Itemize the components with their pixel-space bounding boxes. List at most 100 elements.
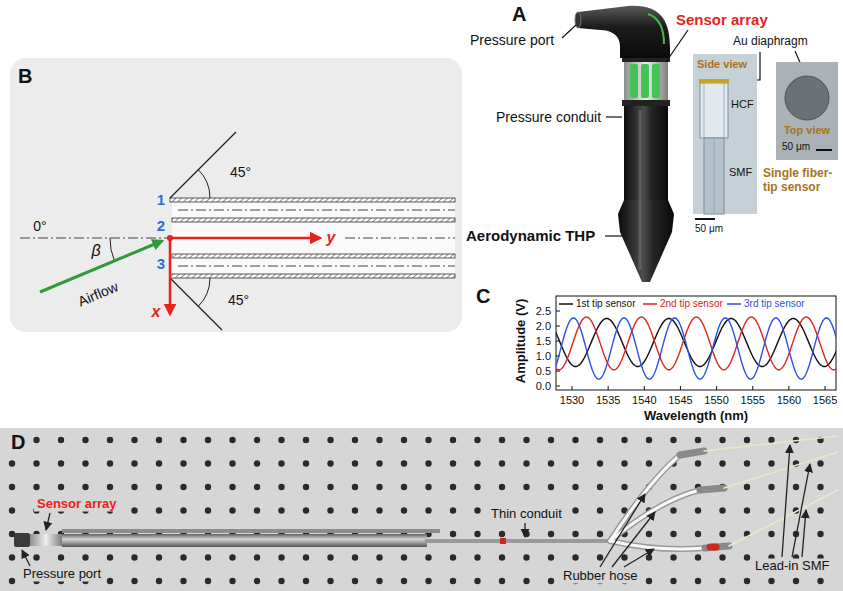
table-holes-part xyxy=(425,484,431,490)
figure-label: Pressure conduit xyxy=(496,109,601,125)
figure-label: SMF xyxy=(729,166,752,179)
table-holes-part xyxy=(180,437,186,443)
table-holes-part xyxy=(548,484,554,490)
figure-label: D xyxy=(8,431,28,454)
leader-lines xyxy=(562,25,805,236)
table-holes-part xyxy=(327,437,333,443)
table-holes-part xyxy=(156,484,162,490)
table-holes-part xyxy=(107,578,113,584)
table-holes-part xyxy=(499,484,505,490)
table-holes-part xyxy=(670,437,676,443)
table-holes-part xyxy=(352,578,358,584)
leader-arrows-part xyxy=(792,464,810,557)
table-holes-part xyxy=(401,484,407,490)
table-holes-part xyxy=(401,554,407,560)
probe-illustration-part xyxy=(648,14,664,44)
table-holes-part xyxy=(474,437,480,443)
table-holes-part xyxy=(352,460,358,466)
table-holes-part xyxy=(303,578,309,584)
axis-ticks-part xyxy=(608,386,609,390)
probe-illustration-part xyxy=(578,6,670,58)
table-holes-part xyxy=(9,554,15,560)
table-holes-part xyxy=(303,460,309,466)
table-holes-part xyxy=(180,484,186,490)
probe-illustration-part xyxy=(652,64,660,98)
table-holes-part xyxy=(254,578,260,584)
figure-label: 3 xyxy=(157,255,165,272)
table-holes-part xyxy=(278,437,284,443)
table-holes-part xyxy=(58,554,64,560)
leader-arrows-part xyxy=(46,513,50,530)
port-geometry-part-part xyxy=(178,266,455,267)
table-holes-part xyxy=(450,531,456,537)
table-holes-part xyxy=(352,437,358,443)
table-holes-part xyxy=(646,578,652,584)
probe-illustration-part xyxy=(624,106,668,200)
table-holes-part xyxy=(450,437,456,443)
figure-label: 45° xyxy=(228,292,249,308)
table-holes-part xyxy=(425,437,431,443)
port-geometry-part xyxy=(110,238,115,261)
table-holes-part xyxy=(695,554,701,560)
table-holes-part xyxy=(303,507,309,513)
figure-label: 1565 xyxy=(813,394,837,407)
table-holes-part xyxy=(107,460,113,466)
probe-photo-part xyxy=(30,534,62,546)
table-holes-part xyxy=(205,484,211,490)
figure-label: 1540 xyxy=(632,394,656,407)
table-holes-part xyxy=(695,531,701,537)
figure-label: Pressure port xyxy=(470,32,554,48)
port-geometry-part xyxy=(198,170,210,198)
probe-photo-part-part xyxy=(610,455,680,541)
table-holes-part xyxy=(82,484,88,490)
figure-label: Rubber hose xyxy=(560,569,640,584)
table-holes-part xyxy=(548,578,554,584)
table-holes-part xyxy=(523,484,529,490)
figure-label: 1560 xyxy=(777,394,801,407)
table-holes-part xyxy=(621,437,627,443)
table-holes-part xyxy=(376,484,382,490)
table-holes-part xyxy=(499,531,505,537)
figure-label: 1545 xyxy=(668,394,692,407)
table-holes-part xyxy=(670,484,676,490)
table-holes-part xyxy=(58,460,64,466)
port-geometry-part xyxy=(172,258,455,274)
leader-arrows-part xyxy=(22,550,30,566)
table-holes-part xyxy=(229,484,235,490)
table-holes-part xyxy=(229,507,235,513)
table-holes-part xyxy=(229,460,235,466)
table-holes-part xyxy=(33,437,39,443)
table-holes-part xyxy=(376,437,382,443)
table-holes-part xyxy=(9,578,15,584)
table-holes-part xyxy=(744,484,750,490)
table-holes-part xyxy=(327,578,333,584)
table-holes-part xyxy=(180,554,186,560)
spectrum-curve xyxy=(556,319,836,367)
port-geometry-part xyxy=(170,198,455,202)
table-holes-part xyxy=(9,460,15,466)
legend-sample xyxy=(643,303,657,305)
figure-label: Top view xyxy=(784,124,830,137)
table-holes-part xyxy=(768,460,774,466)
table-holes-part xyxy=(474,554,480,560)
axis-ticks-part xyxy=(572,386,573,390)
spectrum-chart xyxy=(554,296,838,390)
table-holes-part xyxy=(205,554,211,560)
probe-photo-part-part xyxy=(610,541,705,549)
table-holes-part xyxy=(107,437,113,443)
table-holes-part xyxy=(719,437,725,443)
table-holes-part xyxy=(82,554,88,560)
probe-photo-part xyxy=(425,539,613,543)
probe-illustration-part xyxy=(641,64,649,98)
probe-photo-part-part xyxy=(700,488,724,490)
port-geometry-part xyxy=(10,58,462,332)
probe-photo-part xyxy=(62,529,440,533)
probe-photo-part-part xyxy=(710,544,716,551)
table-holes-part xyxy=(131,554,137,560)
figure-label: β xyxy=(91,242,100,260)
axis-ticks-part xyxy=(556,386,560,387)
table-holes-part xyxy=(670,507,676,513)
port-geometry-part xyxy=(170,278,222,330)
